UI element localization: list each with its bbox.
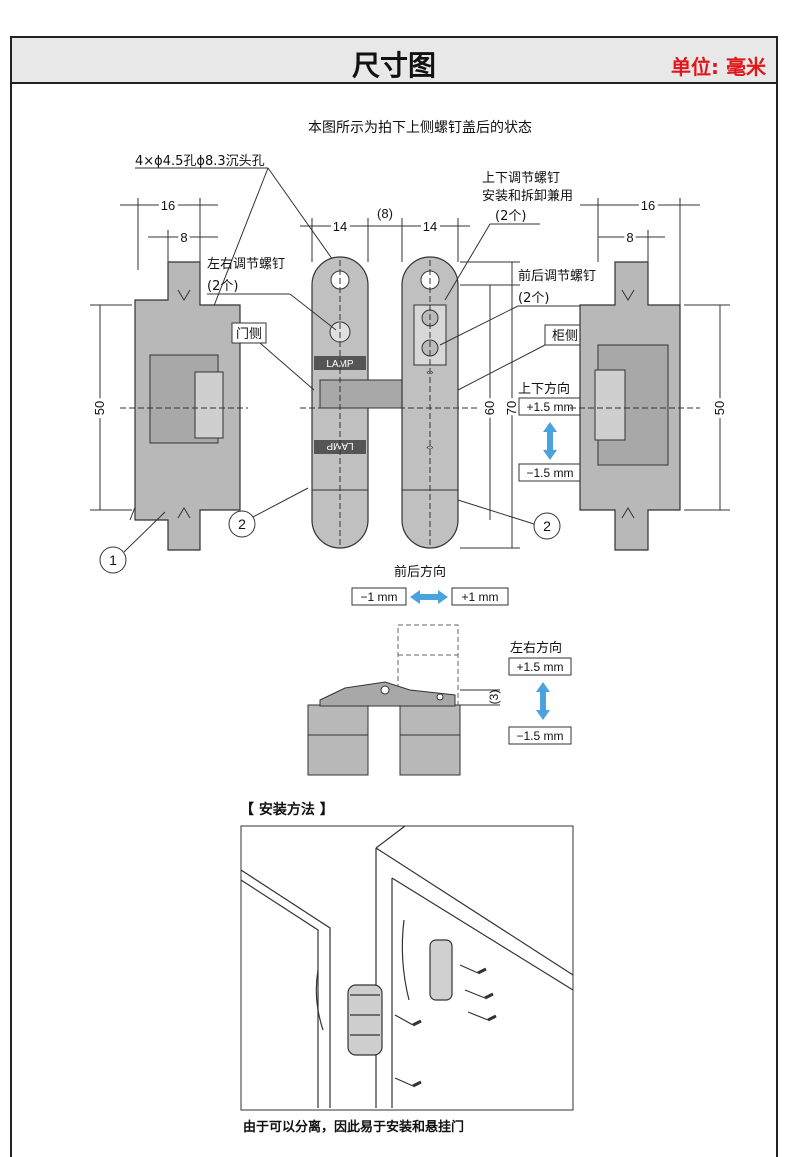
- diagram-caption: 本图所示为拍下上侧螺钉盖后的状态: [308, 120, 532, 136]
- dim-16-right: 16: [641, 198, 655, 213]
- dim-50-left: 50: [92, 401, 107, 415]
- fb-screw-count: (2个): [518, 291, 549, 306]
- unit-label: 单位: 毫米: [671, 55, 766, 79]
- fb-plus: +1 mm: [461, 590, 498, 604]
- ud-screw-use: 安装和拆卸兼用: [482, 188, 573, 204]
- hole-note: 4×ϕ4.5孔ϕ8.3沉头孔: [135, 154, 265, 169]
- lr-direction-label: 左右方向: [510, 640, 562, 656]
- dim-60: 60: [482, 401, 497, 415]
- ud-plus: +1.5 mm: [526, 400, 573, 414]
- door-side-label: 门侧: [236, 327, 262, 342]
- lr-screw-label: 左右调节螺钉: [207, 257, 285, 272]
- ud-screw-count: (2个): [495, 209, 526, 224]
- dim-14-right: 14: [423, 219, 437, 234]
- left-side-plate: [134, 261, 241, 551]
- top-view-hinge: [307, 624, 461, 776]
- dim-3: (3): [487, 690, 501, 705]
- dim-16-left: 16: [161, 198, 175, 213]
- install-illustration-frame: [240, 825, 574, 1111]
- ud-screw-label: 上下调节螺钉: [482, 171, 560, 186]
- ud-direction-label: 上下方向: [518, 381, 570, 397]
- install-title: 【 安装方法 】: [240, 801, 334, 818]
- right-side-plate: [579, 261, 681, 551]
- install-illustration: [240, 825, 574, 1108]
- install-caption: 由于可以分离，因此易于安装和悬挂门: [243, 1119, 464, 1135]
- dim-70: 70: [504, 401, 519, 415]
- svg-text:⇔: ⇔: [425, 441, 436, 453]
- fb-screw-label: 前后调节螺钉: [518, 268, 596, 284]
- callout-2-left: 2: [238, 516, 246, 532]
- fb-direction-label: 前后方向: [394, 564, 446, 580]
- dim-50-right: 50: [712, 401, 727, 415]
- lr-plus: +1.5 mm: [516, 660, 563, 674]
- callout-2-right: 2: [543, 518, 551, 534]
- fb-arrow-icon: [410, 590, 448, 604]
- cabinet-side-label: 柜侧: [552, 329, 578, 344]
- callout-1: 1: [109, 552, 117, 568]
- lr-screw-count: (2个): [207, 279, 238, 294]
- dim-8-right: 8: [626, 230, 633, 245]
- header-bar: 尺寸图 单位: 毫米: [10, 36, 778, 84]
- lr-arrow-icon: [536, 682, 550, 720]
- dim-14-left: 14: [333, 219, 347, 234]
- dim-8-left: 8: [180, 230, 187, 245]
- lr-minus: −1.5 mm: [516, 729, 563, 743]
- ud-minus: −1.5 mm: [526, 466, 573, 480]
- page-title: 尺寸图: [351, 49, 436, 82]
- dim-8-paren: (8): [377, 206, 393, 221]
- fb-minus: −1 mm: [360, 590, 397, 604]
- ud-arrow-icon: [543, 422, 557, 460]
